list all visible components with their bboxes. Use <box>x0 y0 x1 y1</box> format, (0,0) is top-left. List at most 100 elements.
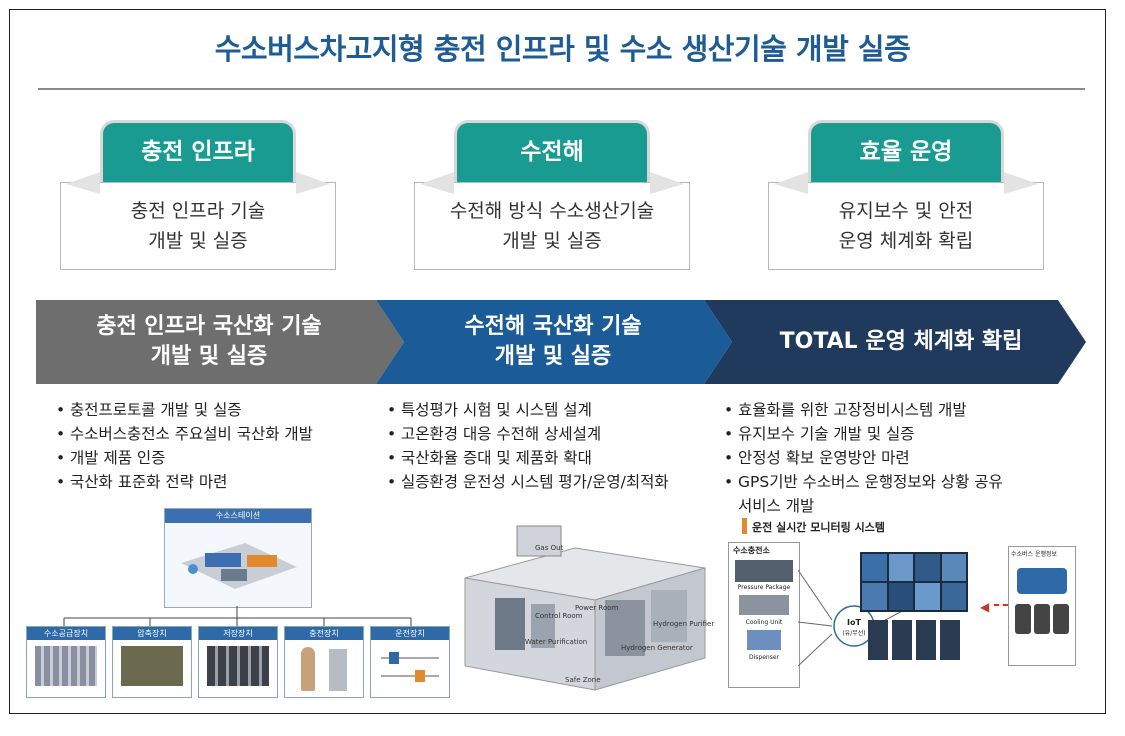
electrolyzer-illustration: Gas Out Control Room Power Room Hydrogen… <box>455 508 717 698</box>
equipment-bank-2 <box>531 604 555 648</box>
label-water-purification: Water Purification <box>525 638 588 646</box>
list-item: 유지보수 기술 개발 및 실증 <box>722 422 1003 446</box>
equipment-bank-4 <box>651 590 687 642</box>
station-storage <box>221 569 247 581</box>
label-power-room: Power Room <box>575 604 619 612</box>
dispenser-image <box>747 630 781 650</box>
cooling-unit-label: Cooling Unit <box>745 619 783 626</box>
banner-arrow-3 <box>704 300 1086 384</box>
tab-shoulder-right <box>650 172 684 194</box>
bus-image <box>1017 568 1067 594</box>
connector-bottom <box>798 633 833 667</box>
operator-desks <box>868 620 964 660</box>
station-diagram: 수소스테이션 수소공급장치 압축장치 저장장치 충전장치 운전장치 <box>26 508 450 698</box>
monitoring-title: 운전 실시간 모니터링 시스템 <box>752 521 885 534</box>
compressor-image <box>121 646 183 686</box>
station-card-header: 수소스테이션 <box>165 509 311 523</box>
dashboard-wall <box>860 552 968 612</box>
control-schematic <box>381 652 439 682</box>
connector-top <box>798 569 833 621</box>
dashed-link <box>994 604 1008 606</box>
bullet-list-charging: 충전프로토콜 개발 및 실증 수소버스충전소 주요설비 국산화 개발 개발 제품… <box>54 398 313 494</box>
equipment-bank-1 <box>495 598 525 650</box>
unit-card-label: 충전장치 <box>285 627 363 640</box>
list-item: 수소버스충전소 주요설비 국산화 개발 <box>54 422 313 446</box>
list-item: 개발 제품 인증 <box>54 446 313 470</box>
page-title: 수소버스차고지형 충전 인프라 및 수소 생산기술 개발 실증 <box>214 32 911 66</box>
label-control-room: Control Room <box>535 612 583 620</box>
pressure-package-label: Pressure Package <box>737 584 791 591</box>
equipment-bank-3 <box>605 600 645 656</box>
arrow-banner: 충전 인프라 국산화 기술 개발 및 실증 수전해 국산화 기술 개발 및 실증… <box>36 300 1086 384</box>
schematic-valve-2 <box>415 670 425 682</box>
monitoring-title-marker <box>742 518 747 534</box>
list-item: 효율화를 위한 고장정비시스템 개발 <box>722 398 1003 422</box>
banner-segment-2: 수전해 국산화 기술 개발 및 실증 <box>388 300 718 384</box>
category-line1: 충전 인프라 기술 <box>130 200 266 222</box>
list-item: 고온환경 대응 수전해 상세설계 <box>385 422 669 446</box>
list-item: 국산화율 증대 및 제품화 확대 <box>385 446 669 470</box>
dashboard-screen <box>915 583 940 610</box>
person-image <box>301 647 315 691</box>
dashboard-screen <box>862 583 887 610</box>
list-item-text: 서비스 개발 <box>738 497 815 515</box>
unit-card-label: 압축장치 <box>113 627 191 640</box>
bus-info-header: 수소버스 운행정보 <box>1011 551 1058 558</box>
dashboard-screen <box>941 554 966 581</box>
banner-arrow-1 <box>36 300 404 384</box>
category-tab: 효율 운영 <box>808 120 1004 182</box>
connector-middle <box>798 621 833 627</box>
outer-frame <box>9 9 1106 714</box>
station-tank-row <box>205 553 241 567</box>
tab-shoulder-left <box>774 172 808 194</box>
dispenser-label: Dispenser <box>749 654 779 661</box>
banner-segment-3: TOTAL 운영 체계화 확립 <box>736 300 1066 384</box>
tab-shoulder-left <box>66 172 100 194</box>
monitoring-station-header: 수소충전소 <box>733 546 770 555</box>
bus-info-box: 수소버스 운행정보 <box>1008 546 1076 666</box>
dispenser-image <box>329 649 347 691</box>
banner-line2: 개발 및 실증 <box>494 344 612 369</box>
electrolyzer-container <box>464 525 706 691</box>
tab-shoulder-right <box>1004 172 1038 194</box>
category-box: 충전 인프라 기술 개발 및 실증 <box>60 182 336 270</box>
dashboard-screen <box>888 554 913 581</box>
list-item: 안정성 확보 운영방안 마련 <box>722 446 1003 470</box>
banner-line2: 개발 및 실증 <box>150 344 268 369</box>
list-item: GPS기반 수소버스 운행정보와 상황 공유 <box>722 470 1003 494</box>
banner-arrow-2 <box>376 300 732 384</box>
arrow-banner-shapes <box>36 300 1086 384</box>
station-illustration <box>181 543 297 589</box>
unit-card-label: 수소공급장치 <box>27 627 105 640</box>
banner-line1: TOTAL 운영 체계화 확립 <box>779 329 1023 354</box>
monitoring-panel: 운전 실시간 모니터링 시스템 수소충전소 Pressure Package C… <box>728 518 1078 688</box>
schematic-valve-1 <box>389 652 399 664</box>
category-tab: 충전 인프라 <box>100 120 296 182</box>
banner-line1: 충전 인프라 국산화 기술 <box>96 314 322 339</box>
dashboard-screen <box>862 554 887 581</box>
monitoring-station-box: 수소충전소 Pressure Package Cooling Unit Disp… <box>728 542 800 688</box>
station-marker <box>188 564 198 574</box>
banner-line1: 수전해 국산화 기술 <box>464 314 642 339</box>
tab-shoulder-left <box>420 172 454 194</box>
list-item-continuation: 서비스 개발 <box>722 494 1003 518</box>
category-operation: 유지보수 및 안전 운영 체계화 확립 효율 운영 <box>768 120 1044 272</box>
label-hydrogen-purifier: Hydrogen Purifier <box>653 620 715 628</box>
category-charging: 충전 인프라 기술 개발 및 실증 충전 인프라 <box>60 120 336 272</box>
label-hydrogen-generator: Hydrogen Generator <box>621 644 693 652</box>
supply-tanks-image <box>35 646 97 686</box>
gas-out-stack <box>516 525 562 557</box>
station-card: 수소스테이션 <box>164 508 312 608</box>
bullet-list-operation: 효율화를 위한 고장정비시스템 개발 유지보수 기술 개발 및 실증 안정성 확… <box>722 398 1003 518</box>
iot-sublabel: (유/무선) <box>842 630 866 637</box>
unit-card-control: 운전장치 <box>370 626 450 698</box>
category-tab: 수전해 <box>454 120 650 182</box>
phone-image <box>1015 604 1031 634</box>
list-item: 특성평가 시험 및 시스템 설계 <box>385 398 669 422</box>
cooling-unit-image <box>739 595 789 615</box>
category-electrolysis: 수전해 방식 수소생산기술 개발 및 실증 수전해 <box>414 120 690 272</box>
station-tree-lines <box>63 606 412 626</box>
unit-card-dispenser: 충전장치 <box>284 626 364 698</box>
label-safe-zone: Safe Zone <box>565 676 601 684</box>
phone-image <box>1034 604 1050 634</box>
